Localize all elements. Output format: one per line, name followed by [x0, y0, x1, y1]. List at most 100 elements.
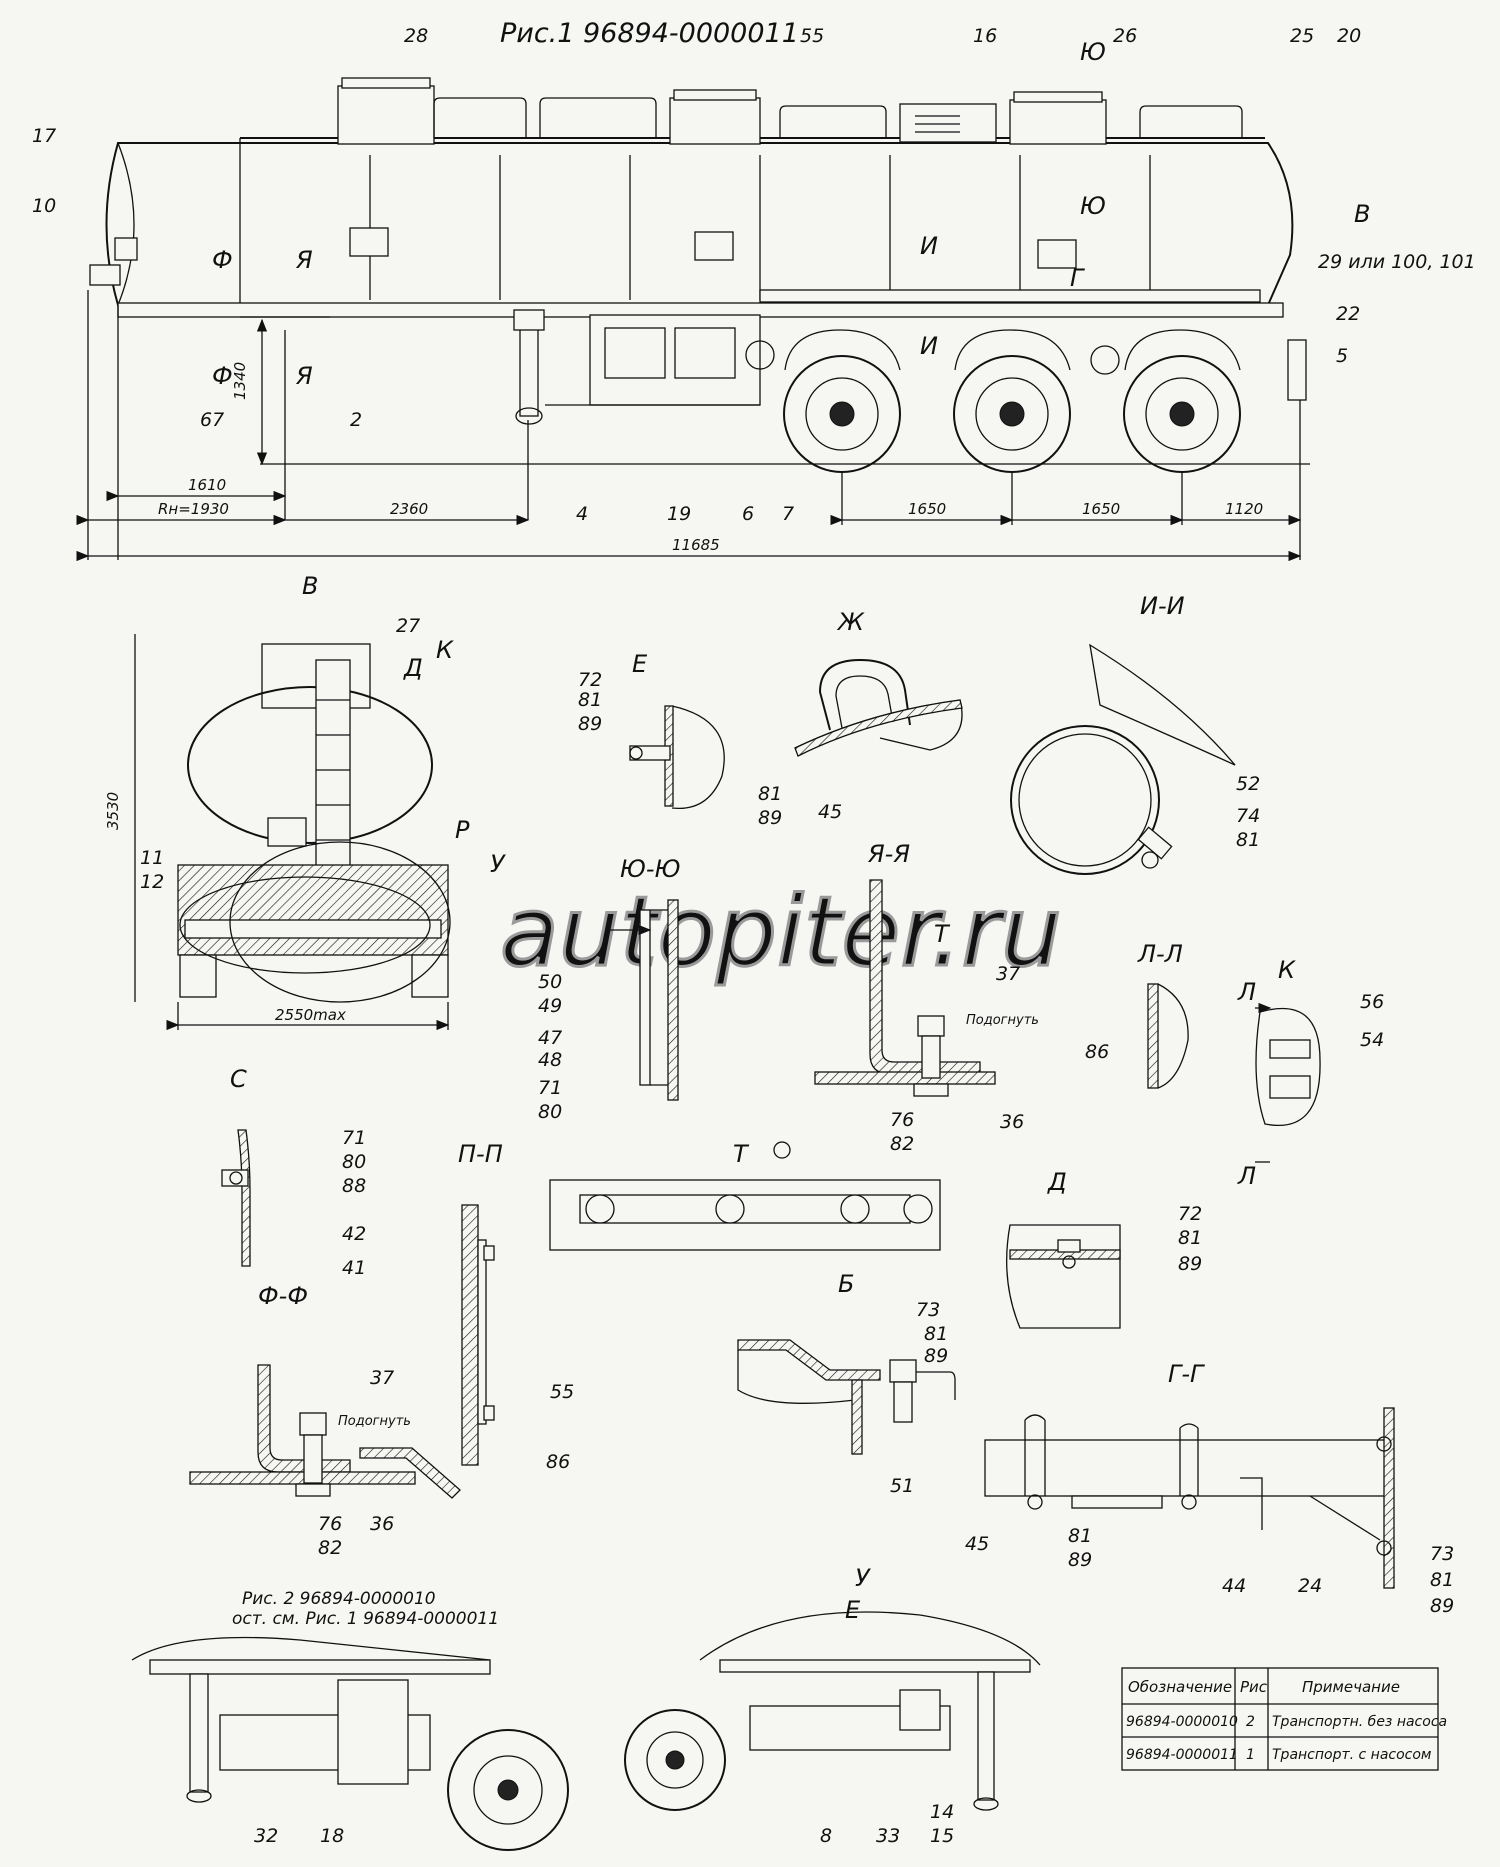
section-mark: И	[920, 232, 938, 260]
callout: 51	[890, 1475, 914, 1497]
view-mark: Л	[1237, 1162, 1256, 1190]
callout: 36	[1000, 1111, 1024, 1133]
dim-1650-a: 1650	[908, 500, 946, 518]
view-ii: И-И 52 74 81	[1010, 592, 1260, 875]
callout: 89	[1068, 1549, 1092, 1571]
section-mark: Ю	[1080, 192, 1106, 220]
view-label: Т	[733, 1140, 750, 1168]
callout: 45	[965, 1533, 989, 1555]
view-yaya: Я-Я Т Подогнуть 37 76 82 36	[814, 840, 1039, 1155]
note: Подогнуть	[966, 1013, 1039, 1028]
callout: 81	[1068, 1525, 1092, 1547]
callout: 74	[1236, 805, 1260, 827]
view-label: Г-Г	[1168, 1360, 1205, 1388]
section-mark: Ф	[212, 362, 233, 390]
callout: 72	[578, 669, 602, 691]
view-v-rear: В 3530 2550max 27 Д К Р У 11 12	[104, 572, 506, 1031]
watermark-text: autopiter.ru	[500, 876, 1062, 988]
view-e: Е 72 81 89	[578, 650, 725, 810]
callout: 20	[1337, 25, 1361, 47]
callout: Р	[455, 816, 470, 844]
callout: 76	[890, 1109, 914, 1131]
view-label: У	[855, 1564, 871, 1592]
callout: 28	[404, 25, 428, 47]
callout: 73	[916, 1299, 940, 1321]
section-mark: В	[1354, 200, 1370, 228]
callout: 14	[930, 1801, 954, 1823]
callout: 12	[140, 871, 164, 893]
view-label: И-И	[1140, 592, 1185, 620]
callout: 55	[800, 25, 824, 47]
callout: 89	[1430, 1595, 1454, 1617]
figure1-callouts: 28 55 16 26 25 20 17 10 67 2 4 19 6 7 5 …	[32, 25, 1476, 525]
view-label: Д	[1047, 1168, 1067, 1196]
callout: 36	[370, 1513, 394, 1535]
note: Подогнуть	[338, 1414, 411, 1429]
callout: 45	[818, 801, 842, 823]
callout: 48	[538, 1049, 562, 1071]
callout: 89	[1178, 1253, 1202, 1275]
view-label: Я-Я	[867, 840, 910, 868]
callout: 32	[254, 1825, 278, 1847]
callout: 10	[32, 195, 56, 217]
callout: 24	[1298, 1575, 1322, 1597]
table-cell: Транспорт. с насосом	[1272, 1747, 1432, 1763]
dim-rh: Rн=1930	[158, 500, 229, 518]
callout: 80	[342, 1151, 366, 1173]
callout: 86	[1085, 1041, 1109, 1063]
callout: Д	[403, 654, 423, 682]
callout: 47	[538, 1027, 562, 1049]
callout: 81	[924, 1323, 948, 1345]
view-label: К	[1278, 956, 1296, 984]
view-label: Е	[632, 650, 648, 678]
figure1-side-view: Рис.1 96894-0000011	[32, 18, 1476, 562]
callout: 54	[1360, 1029, 1384, 1051]
dim-2360: 2360	[390, 500, 428, 518]
section-mark: Ф	[212, 246, 233, 274]
dim-2550max: 2550max	[275, 1006, 346, 1024]
view-zh: Ж 81 89 45	[758, 608, 963, 829]
view-ff: Ф-Ф Подогнуть 37 76 82 36	[189, 1282, 461, 1559]
callout: 73	[1430, 1543, 1454, 1565]
callout: 2	[350, 409, 362, 431]
callout: 50	[538, 971, 562, 993]
callout: 89	[578, 713, 602, 735]
callout: 26	[1113, 25, 1137, 47]
view-label: В	[302, 572, 318, 600]
figure2-caption-2: ост. см. Рис. 1 96894-0000011	[232, 1609, 499, 1629]
callout: 7	[782, 503, 794, 525]
view-yuyu: Ю-Ю 50 49 47 48 71 80	[538, 855, 680, 1123]
callout: 55	[550, 1381, 574, 1403]
table-cell: 96894-0000011	[1126, 1747, 1238, 1763]
section-mark: Г	[1070, 264, 1085, 292]
callout: 15	[930, 1825, 954, 1847]
callout: 81	[578, 689, 602, 711]
table-cell: 96894-0000010	[1126, 1714, 1238, 1730]
callout: 81	[1236, 829, 1260, 851]
callout: 88	[342, 1175, 366, 1197]
figure1-section-marks: Ю Ю Ф Ф Я Я И И Г В	[212, 38, 1370, 390]
figure1-title: Рис.1 96894-0000011	[500, 18, 799, 49]
dim-total: 11685	[672, 536, 720, 554]
figure2: Рис. 2 96894-0000010 ост. см. Рис. 1 968…	[131, 1589, 569, 1851]
view-label: Ф-Ф	[258, 1282, 308, 1310]
view-s: С 71 80 88 42 41	[221, 1065, 366, 1279]
callout: 71	[342, 1127, 366, 1149]
callout: 33	[876, 1825, 900, 1847]
callout: 4	[576, 503, 588, 525]
callout: 89	[924, 1345, 948, 1367]
callout: 67	[200, 409, 224, 431]
callout: 71	[538, 1077, 562, 1099]
callout: 49	[538, 995, 562, 1017]
view-d: Д 72 81 89	[1006, 1168, 1202, 1329]
dim-1610: 1610	[188, 476, 226, 494]
figure1-dimension-labels: 1340 1610 Rн=1930 2360 1650 1650 1120 11…	[158, 362, 1263, 554]
callout: 81	[1178, 1227, 1202, 1249]
callout: 76	[318, 1513, 342, 1535]
view-label: П-П	[458, 1140, 503, 1168]
callout: 5	[1336, 345, 1348, 367]
view-mark: Л	[1237, 978, 1256, 1006]
view-mark: Е	[845, 1596, 861, 1624]
callout: 82	[318, 1537, 342, 1559]
